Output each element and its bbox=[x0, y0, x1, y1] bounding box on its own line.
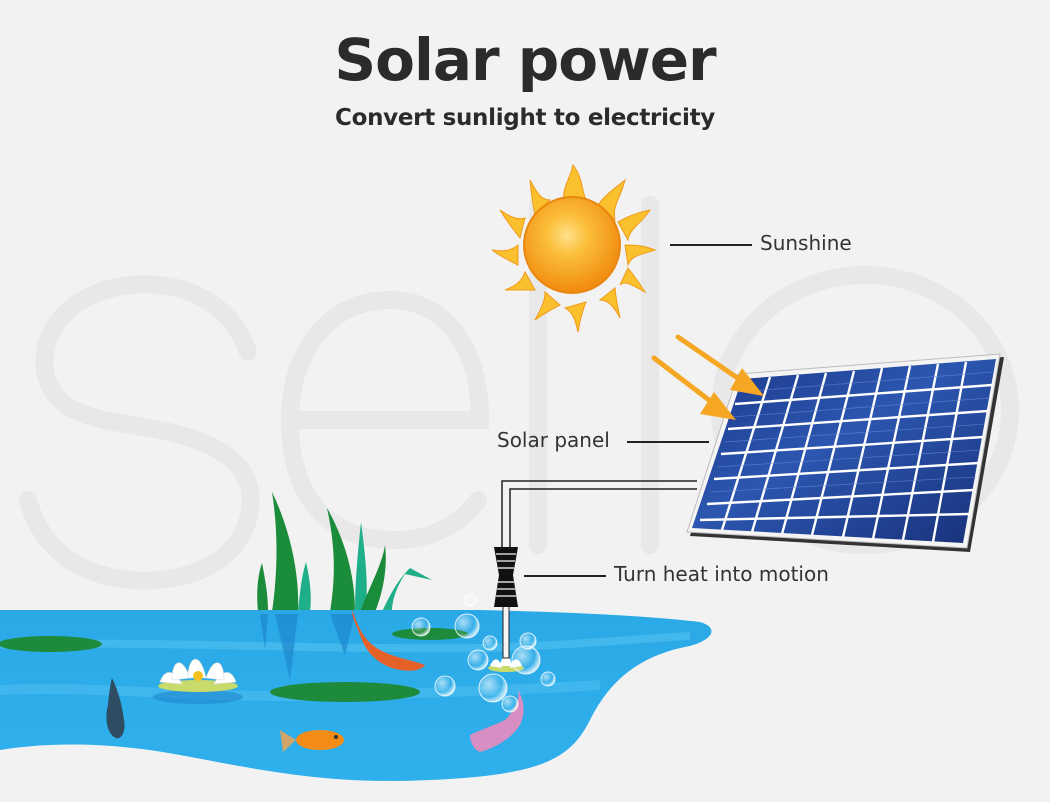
solar-panel-label: Solar panel bbox=[497, 428, 610, 452]
pump-icon bbox=[494, 547, 518, 659]
page-title: Solar power bbox=[334, 26, 716, 94]
sun-icon bbox=[491, 163, 657, 333]
bubble-icon bbox=[411, 593, 556, 713]
pump-label: Turn heat into motion bbox=[614, 562, 829, 586]
lily-pad-icon bbox=[0, 628, 468, 702]
page-subtitle: Convert sunlight to electricity bbox=[335, 105, 715, 131]
solar-panel-icon bbox=[686, 353, 1004, 552]
sunshine-label: Sunshine bbox=[760, 231, 852, 255]
pump-leader-line bbox=[524, 575, 606, 577]
fish-icon bbox=[106, 610, 524, 752]
solar-panel-leader-line bbox=[627, 441, 709, 443]
arrow-icon bbox=[651, 334, 764, 420]
wire bbox=[501, 480, 697, 548]
sunshine-leader-line bbox=[670, 244, 752, 246]
reed-grass-icon bbox=[257, 492, 432, 612]
